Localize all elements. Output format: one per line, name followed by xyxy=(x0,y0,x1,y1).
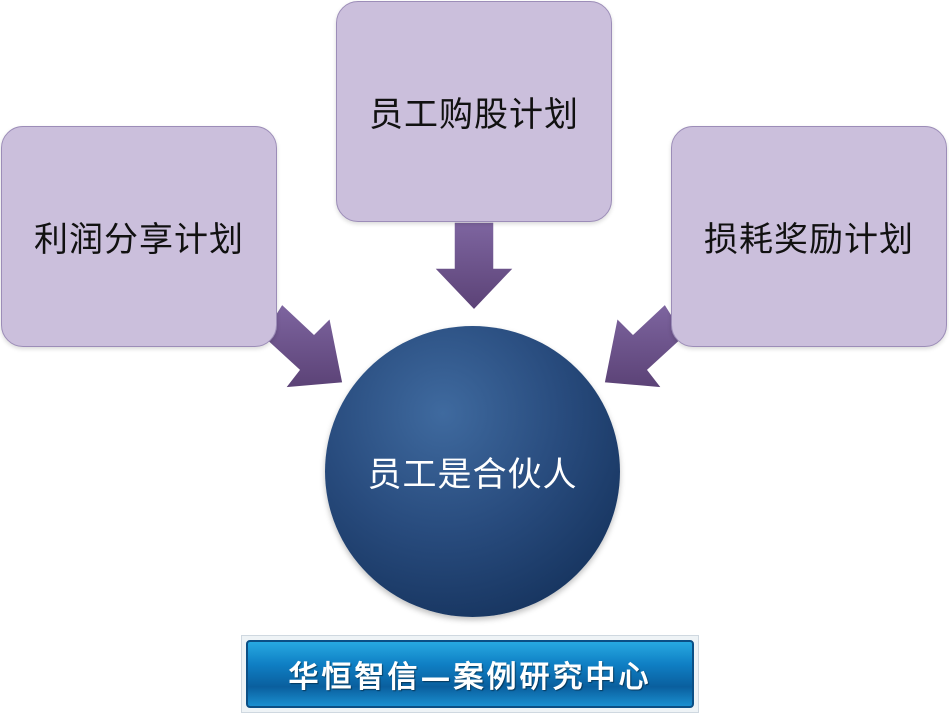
source-box-stock-purchase: 员工购股计划 xyxy=(336,1,612,222)
source-label: 员工购股计划 xyxy=(369,95,579,135)
source-label: 利润分享计划 xyxy=(34,220,244,260)
banner-label: 华恒智信—案例研究中心 xyxy=(288,660,652,695)
banner-plate: 华恒智信—案例研究中心 xyxy=(246,640,694,708)
source-box-loss-reward: 损耗奖励计划 xyxy=(671,126,947,347)
arrow-top xyxy=(432,221,516,312)
source-box-profit-sharing: 利润分享计划 xyxy=(1,126,277,347)
source-label: 损耗奖励计划 xyxy=(704,220,914,260)
footer-banner: 华恒智信—案例研究中心 xyxy=(241,635,699,713)
center-label: 员工是合伙人 xyxy=(367,455,578,495)
center-circle: 员工是合伙人 xyxy=(325,326,620,617)
